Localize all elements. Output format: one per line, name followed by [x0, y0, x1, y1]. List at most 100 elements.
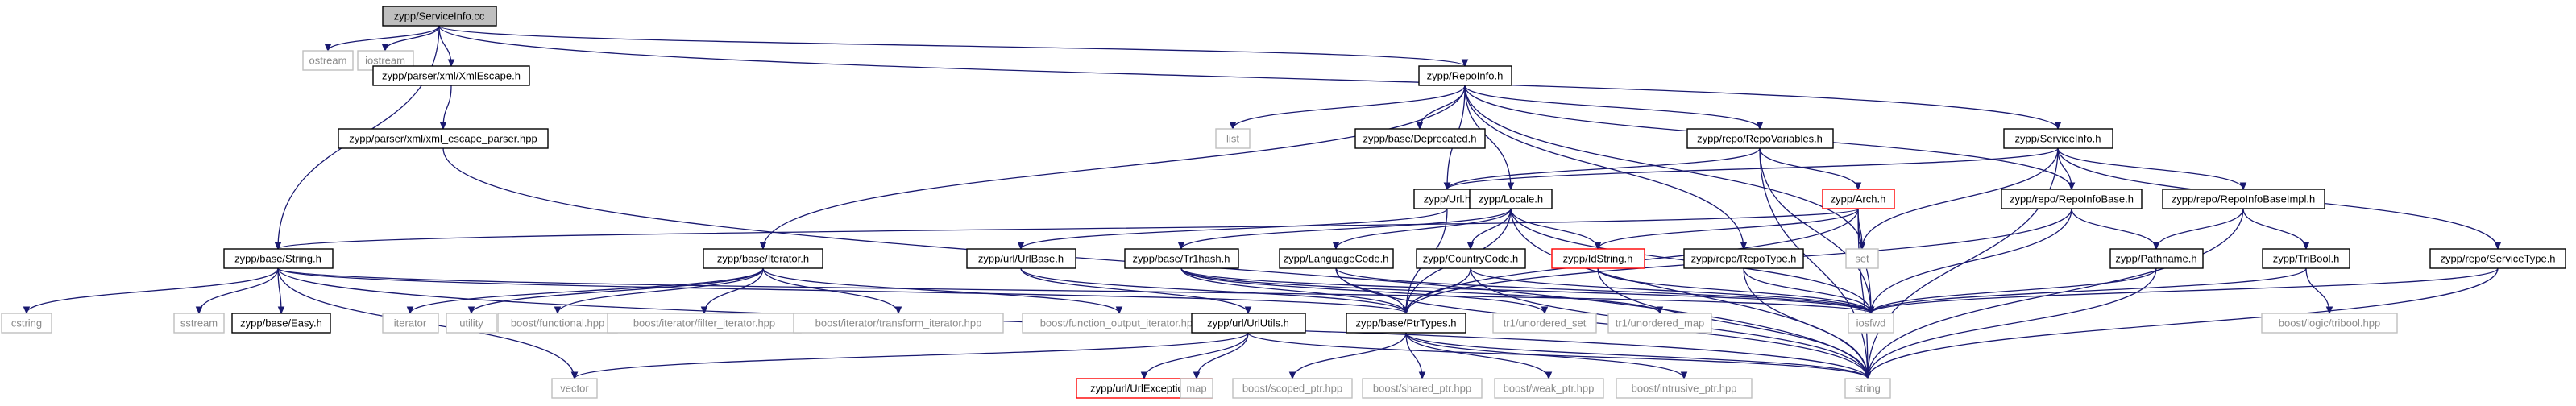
arrowhead	[1244, 306, 1252, 315]
node-label: boost/iterator/filter_iterator.hpp	[633, 317, 775, 329]
node-arch[interactable]: zypp/Arch.h	[1822, 188, 1895, 209]
node-deprecated[interactable]: zypp/base/Deprecated.h	[1354, 128, 1486, 149]
node-iosfwd: iosfwd	[1848, 313, 1894, 334]
node-repoinfobase[interactable]: zypp/repo/RepoInfoBase.h	[2001, 188, 2143, 209]
arrowhead	[1115, 306, 1123, 315]
node-idstring[interactable]: zypp/IdString.h	[1551, 248, 1645, 269]
node-tribool[interactable]: zypp/TriBool.h	[2262, 248, 2350, 269]
edge-pathname-to-iosfwd	[1870, 267, 2157, 314]
node-servicetype[interactable]: zypp/repo/ServiceType.h	[2429, 248, 2566, 269]
edge-tr1hash-to-iosfwd	[1180, 267, 1872, 314]
node-box	[1686, 128, 1834, 149]
node-ptrtypes[interactable]: zypp/base/PtrTypes.h	[1346, 313, 1466, 334]
node-repovariables[interactable]: zypp/repo/RepoVariables.h	[1686, 128, 1834, 149]
node-function-output-iterator: boost/function_output_iterator.hpp	[1022, 313, 1217, 334]
node-label: zypp/Arch.h	[1831, 193, 1886, 205]
edge-repoinfo-to-repotype	[1464, 85, 1744, 250]
arrowhead	[1854, 182, 1862, 191]
edge-arch-to-string	[1857, 208, 1869, 379]
node-label: set	[1855, 253, 1869, 265]
node-functional: boost/functional.hpp	[497, 313, 618, 334]
node-label: zypp/Locale.h	[1479, 193, 1543, 205]
edge-tribool-to-iosfwd	[1870, 267, 2307, 314]
node-label: zypp/ServiceInfo.cc	[394, 10, 485, 23]
node-box	[446, 313, 497, 334]
node-label: zypp/base/String.h	[234, 253, 321, 265]
edge-urlutils-to-vector	[574, 332, 1249, 379]
node-unordered-map: tr1/unordered_map	[1607, 313, 1712, 334]
arrowhead	[2302, 242, 2310, 251]
node-box	[1607, 313, 1712, 334]
node-label: iosfwd	[1856, 317, 1886, 329]
edge-urlutils-to-map	[1196, 332, 1249, 379]
node-label: zypp/LanguageCode.h	[1284, 253, 1389, 265]
node-urlutils[interactable]: zypp/url/UrlUtils.h	[1191, 313, 1306, 334]
node-box	[372, 65, 530, 86]
node-label: iostream	[365, 55, 405, 67]
node-label: zypp/url/UrlUtils.h	[1207, 317, 1289, 329]
node-easy[interactable]: zypp/base/Easy.h	[231, 313, 331, 334]
node-label: zypp/base/Tr1hash.h	[1133, 253, 1230, 265]
node-unordered-set: tr1/unordered_set	[1492, 313, 1597, 334]
node-serviceinfo-h[interactable]: zypp/ServiceInfo.h	[2003, 128, 2113, 149]
node-locale[interactable]: zypp/Locale.h	[1469, 188, 1553, 209]
edge-tr1hash-to-unordered-map	[1180, 267, 1661, 314]
edge-servicetype-to-iosfwd	[1870, 267, 2499, 314]
arrowhead	[406, 306, 414, 315]
arrowhead	[2494, 242, 2502, 251]
node-iterator-h[interactable]: zypp/base/Iterator.h	[703, 248, 823, 269]
edge-languagecode-to-iosfwd	[1335, 267, 1872, 314]
node-box	[1469, 188, 1553, 209]
node-ostream: ostream	[302, 50, 354, 71]
edge-serviceinfo-cc-to-repoinfo	[438, 25, 1466, 67]
arrowhead	[1867, 306, 1875, 315]
arrowhead	[1177, 242, 1185, 251]
node-label: list	[1226, 133, 1239, 145]
node-box	[703, 248, 823, 269]
node-label: tr1/unordered_set	[1504, 317, 1587, 329]
node-xml-escape-parser[interactable]: zypp/parser/xml/xml_escape_parser.hpp	[338, 128, 549, 149]
edge-repoinfo-to-list	[1232, 85, 1466, 130]
node-repoinfo[interactable]: zypp/RepoInfo.h	[1418, 65, 1512, 86]
edge-ptrtypes-to-string	[1405, 332, 1869, 379]
edge-iterator-h-to-functional	[557, 267, 764, 314]
node-tr1hash[interactable]: zypp/base/Tr1hash.h	[1124, 248, 1239, 269]
node-xmlescape[interactable]: zypp/parser/xml/XmlEscape.h	[372, 65, 530, 86]
arrowhead	[1229, 122, 1237, 130]
arrowhead	[2152, 242, 2160, 251]
node-label: iterator	[394, 317, 427, 329]
edge-countrycode-to-iosfwd	[1470, 267, 1872, 314]
node-label: map	[1186, 383, 1206, 395]
node-box	[1191, 313, 1306, 334]
node-label: zypp/parser/xml/XmlEscape.h	[382, 70, 521, 82]
node-label: utility	[459, 317, 483, 329]
node-repoinfobaseimpl[interactable]: zypp/repo/RepoInfoBaseImpl.h	[2162, 188, 2325, 209]
edge-iterator-h-to-function-output-iterator	[762, 267, 1120, 314]
node-set: set	[1845, 248, 1879, 269]
edge-tr1hash-to-unordered-set	[1180, 267, 1545, 314]
node-repotype[interactable]: zypp/repo/RepoType.h	[1683, 248, 1804, 269]
edge-iterator-h-to-transform-iterator	[762, 267, 899, 314]
node-serviceinfo-cc[interactable]: zypp/ServiceInfo.cc	[382, 6, 497, 27]
arrowhead	[1740, 242, 1748, 251]
node-label: zypp/TriBool.h	[2273, 253, 2340, 265]
node-box	[1845, 248, 1879, 269]
node-languagecode[interactable]: zypp/LanguageCode.h	[1279, 248, 1394, 269]
arrowhead	[277, 306, 285, 315]
node-map: map	[1180, 378, 1213, 399]
arrowhead	[1416, 122, 1424, 130]
arrowhead	[1594, 242, 1602, 251]
node-label: zypp/CountryCode.h	[1423, 253, 1519, 265]
node-string-h[interactable]: zypp/base/String.h	[223, 248, 334, 269]
node-label: zypp/url/UrlException.h	[1090, 383, 1198, 395]
node-box	[1346, 313, 1466, 334]
node-countrycode[interactable]: zypp/CountryCode.h	[1416, 248, 1526, 269]
node-box	[1492, 313, 1597, 334]
node-urlbase[interactable]: zypp/url/UrlBase.h	[966, 248, 1076, 269]
edge-repoinfobase-to-pathname	[2071, 208, 2157, 250]
node-box	[497, 313, 618, 334]
node-label: boost/iterator/transform_iterator.hpp	[815, 317, 982, 329]
node-box	[1616, 378, 1753, 399]
node-pathname[interactable]: zypp/Pathname.h	[2109, 248, 2204, 269]
edge-serviceinfo-cc-to-serviceinfo-h	[438, 25, 2059, 130]
